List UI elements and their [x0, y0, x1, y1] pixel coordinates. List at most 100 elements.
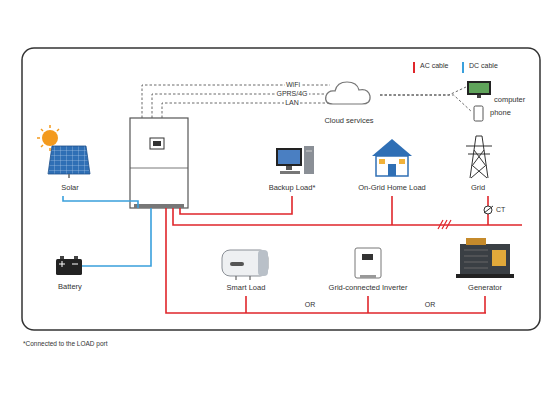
- generator-icon-part: [456, 274, 514, 278]
- device-label: Backup Load*: [269, 183, 316, 192]
- smart-load-node: Smart Load: [225, 283, 268, 292]
- grid-inverter-icon-part: [355, 248, 381, 278]
- battery-node: Battery: [56, 282, 84, 291]
- backup-load-icon-part: [278, 150, 300, 164]
- solar-icon-part-part: [41, 129, 43, 131]
- ct-symbol-part: [484, 206, 492, 214]
- solar-icon-part-part: [49, 148, 51, 151]
- ac-cables-part: [173, 208, 522, 225]
- dashed-link: [380, 87, 466, 95]
- generator-node: Generator: [466, 283, 504, 292]
- device-label: Generator: [468, 283, 502, 292]
- outer-frame: [22, 48, 540, 330]
- legend-samples: [414, 62, 463, 73]
- grid-inverter-icon-part: [362, 254, 373, 260]
- solar-node: Solar: [59, 183, 81, 192]
- solar-icon-part: [48, 146, 90, 174]
- phone-icon-part: [474, 106, 483, 121]
- generator-icon-part: [460, 244, 510, 274]
- battery-icon-part: [56, 259, 82, 275]
- comm-lines-part: [162, 103, 330, 118]
- grid-tower-icon-part: [471, 150, 487, 178]
- device-label: Cloud services: [324, 116, 373, 125]
- hybrid-inverter-part: [134, 204, 184, 208]
- house-icon-part: [372, 139, 412, 156]
- grid-tower-icon: [466, 136, 492, 178]
- generator-icon-part: [492, 250, 506, 266]
- solar-icon-part: [68, 174, 70, 178]
- computer-node: computer: [466, 80, 527, 105]
- ac-cables-part: [438, 220, 451, 229]
- grid-tower-icon-part: [470, 136, 488, 178]
- grid-tower-icon-part: [466, 146, 492, 154]
- home-load-node: On-Grid Home Load: [356, 183, 428, 192]
- backup-load-icon-part: [286, 166, 292, 170]
- or-label: OR: [304, 301, 317, 309]
- ac-cables-part: [487, 196, 489, 206]
- generator-icon-part: [466, 238, 486, 245]
- backup-load-icon-part: [306, 151, 312, 152]
- ac-cables-part: [367, 296, 369, 313]
- ct-symbol: [484, 206, 493, 214]
- ct-label: CT: [495, 206, 506, 214]
- ac-cables-part: [487, 214, 489, 225]
- house-icon: [372, 139, 412, 176]
- device-label: Grid-connected Inverter: [329, 283, 408, 292]
- backup-load-icon-part: [280, 171, 300, 174]
- device-label: computer: [494, 95, 525, 104]
- phone-node: phone: [472, 105, 520, 122]
- solar-icon-part-part: [57, 129, 59, 131]
- generator-icon-part: [464, 250, 488, 268]
- house-icon-part: [388, 164, 396, 176]
- comm-label: LAN: [284, 99, 300, 107]
- hybrid-inverter-part: [150, 138, 164, 149]
- ac-cables-part: [180, 196, 292, 214]
- hybrid-inverter-part: [130, 168, 188, 169]
- ac-cables-part: [166, 208, 486, 313]
- grid-inverter-icon: [355, 248, 381, 278]
- house-icon-part: [376, 156, 408, 176]
- computer-icon-part: [469, 83, 489, 93]
- hybrid-inverter-part: [130, 118, 188, 208]
- battery-icon-part: [60, 256, 64, 259]
- legend-samples-part: [462, 62, 464, 73]
- house-icon-part: [379, 159, 385, 164]
- grid-inverter-node: Grid-connected Inverter: [327, 283, 410, 292]
- dashed-link: [380, 95, 472, 112]
- computer-icon: [467, 81, 491, 98]
- dc-cables-part: [63, 196, 138, 208]
- comm-lines: [142, 85, 330, 118]
- caption: *Connected to the LOAD port: [22, 340, 109, 348]
- solar-icon-part-part: [37, 137, 40, 139]
- ac-cables-part: [391, 196, 393, 225]
- ac-cables: [166, 196, 522, 313]
- grid-inverter-icon-part: [360, 275, 376, 278]
- battery-icon: [56, 256, 82, 275]
- device-label: On-Grid Home Load: [358, 183, 426, 192]
- solar-icon: [37, 125, 90, 178]
- backup-load-icon: [276, 146, 314, 174]
- cloud-node: Cloud services: [318, 78, 380, 128]
- ct-symbol-part: [484, 206, 493, 213]
- device-label: Battery: [58, 282, 82, 291]
- backup-load-node: Backup Load*: [267, 183, 318, 192]
- dc-cables-part: [82, 208, 151, 266]
- backup-load-icon-part: [304, 146, 314, 174]
- battery-icon-part: [74, 256, 78, 259]
- backup-load-icon-part: [276, 148, 302, 166]
- dashed-link-line: [380, 95, 472, 112]
- battery-icon-part: [59, 261, 78, 267]
- device-label: Smart Load: [227, 283, 266, 292]
- water-heater-icon: [222, 250, 268, 280]
- legend-samples-part: [413, 62, 415, 73]
- or-label: OR: [424, 301, 437, 309]
- hybrid-inverter: [130, 118, 188, 208]
- solar-icon-part-part: [41, 145, 43, 147]
- house-icon-part: [399, 159, 405, 164]
- generator-icon: [456, 238, 514, 278]
- device-label: Grid: [471, 183, 485, 192]
- dc-cables: [63, 196, 151, 266]
- comm-label: WiFi: [285, 81, 301, 89]
- cloud-icon-part: [326, 82, 370, 104]
- hybrid-inverter-part: [153, 141, 161, 146]
